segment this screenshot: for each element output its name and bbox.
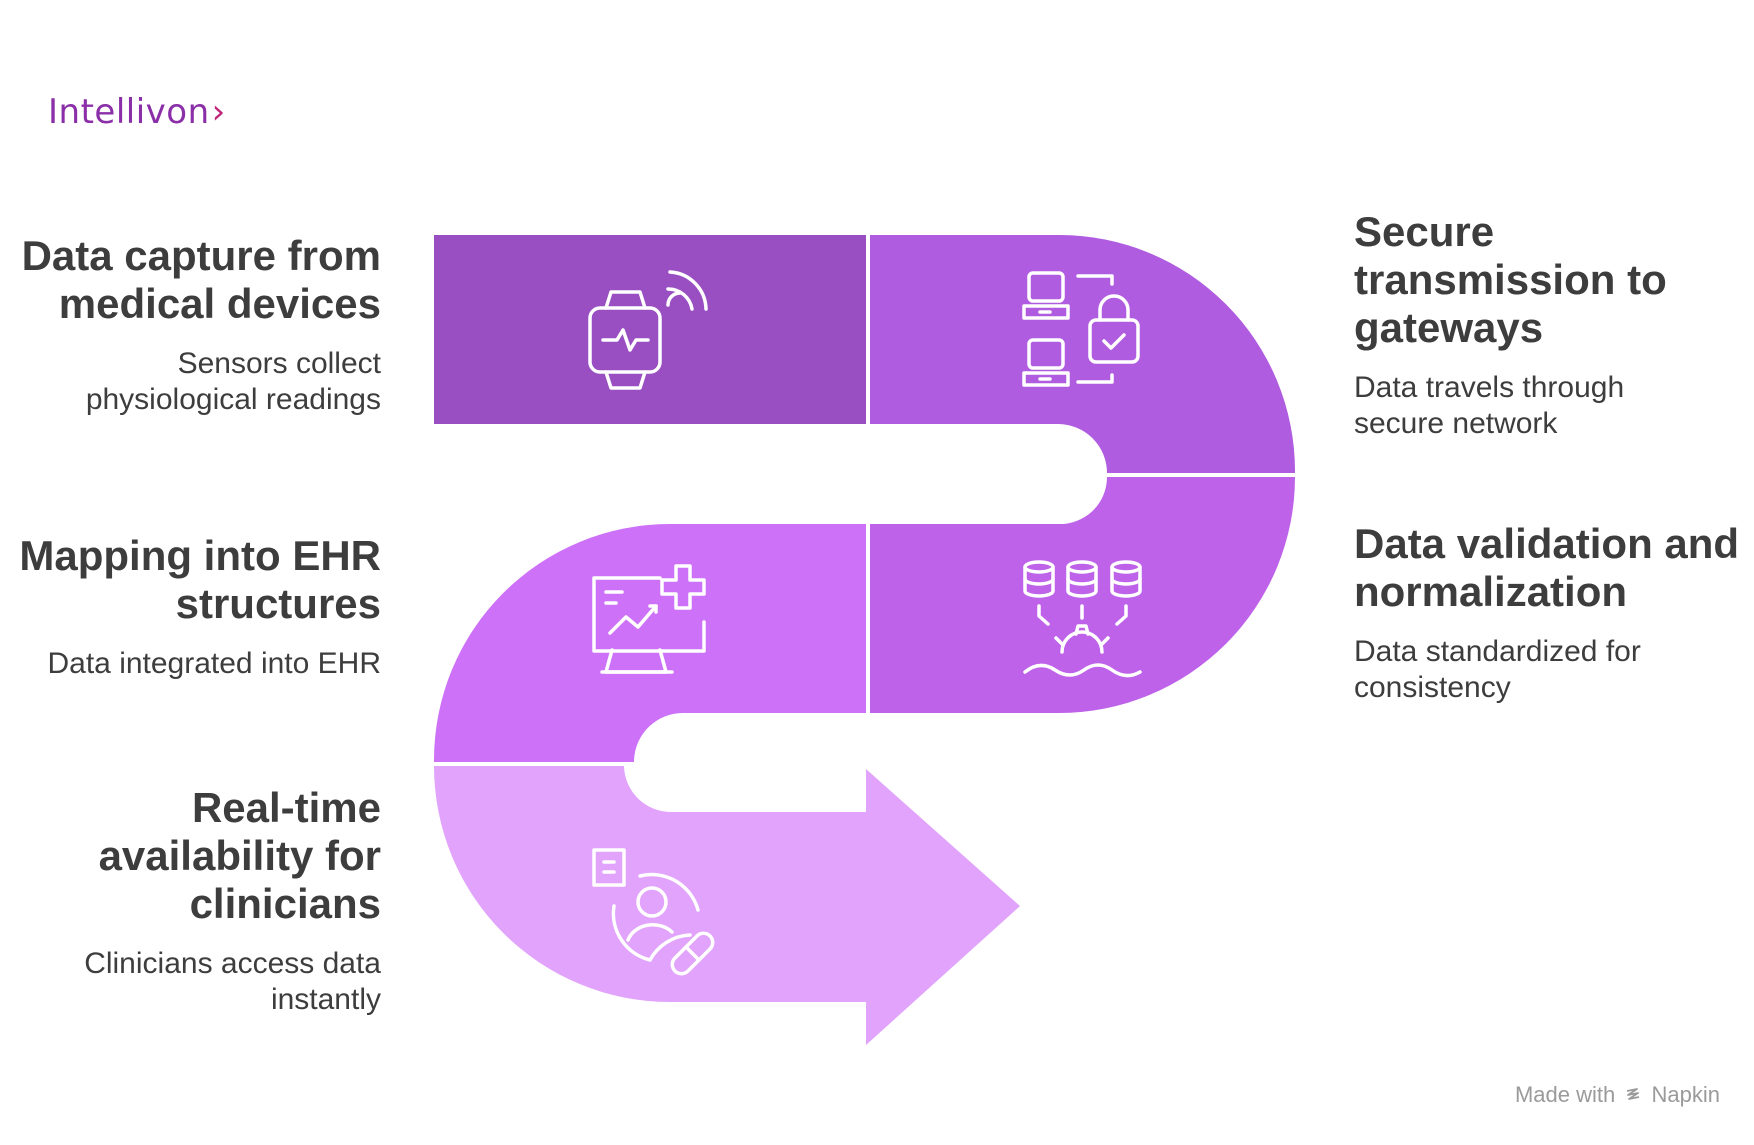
- credit-text: Made with: [1514, 1082, 1616, 1107]
- brand-chevron-icon: ›: [211, 92, 226, 132]
- step-3-title-line: normalization: [1354, 568, 1628, 615]
- step-5-title-line: availability for: [98, 832, 381, 879]
- step-4-title-line: structures: [175, 580, 381, 627]
- step-2-description: Data travels through secure network: [1354, 370, 1667, 442]
- step-1-title-line: medical devices: [58, 280, 381, 327]
- napkin-logo-icon: [1625, 1082, 1641, 1108]
- step-1-desc-line: physiological readings: [85, 383, 381, 416]
- made-with-napkin-credit: Made with Napkin: [1515, 1082, 1720, 1108]
- secure-network-icon: [1022, 271, 1140, 387]
- step-2-desc-line: Data travels through: [1354, 371, 1625, 404]
- medical-monitor-icon: [592, 564, 706, 674]
- step-5-description: Clinicians access data instantly: [84, 946, 381, 1018]
- brand-logo: Intellivon›: [48, 92, 226, 132]
- step-2-title-line: Secure: [1354, 208, 1495, 255]
- step-2-desc-line: secure network: [1354, 407, 1558, 440]
- step-3-title-line: Data validation and: [1354, 520, 1740, 567]
- step-3-desc-line: consistency: [1354, 671, 1511, 704]
- clinician-access-icon: [592, 848, 715, 976]
- step-4-label: Mapping into EHR structures Data integra…: [19, 532, 381, 682]
- step-4-title: Mapping into EHR structures: [19, 532, 381, 628]
- step-3-label: Data validation and normalization Data s…: [1354, 520, 1739, 706]
- step-1-title: Data capture from medical devices: [22, 232, 381, 328]
- step-1-description: Sensors collect physiological readings: [22, 346, 381, 418]
- database-processing-icon: [1023, 560, 1142, 678]
- step-5-desc-line: instantly: [270, 983, 381, 1016]
- step-4-segment: [434, 524, 866, 762]
- step-2-title: Secure transmission to gateways: [1354, 208, 1667, 352]
- step-5-title: Real-time availability for clinicians: [84, 784, 381, 928]
- step-4-description: Data integrated into EHR: [19, 646, 381, 682]
- step-5-title-line: clinicians: [189, 880, 381, 927]
- credit-brand: Napkin: [1651, 1082, 1720, 1107]
- step-5-title-line: Real-time: [191, 784, 381, 831]
- step-1-title-line: Data capture from: [21, 232, 381, 279]
- step-2-label: Secure transmission to gateways Data tra…: [1354, 208, 1667, 442]
- step-5-desc-line: Clinicians access data: [84, 947, 381, 980]
- step-1-label: Data capture from medical devices Sensor…: [22, 232, 381, 418]
- step-4-title-line: Mapping into EHR: [19, 532, 381, 579]
- step-2-title-line: gateways: [1354, 304, 1544, 351]
- step-2-title-line: transmission to: [1354, 256, 1667, 303]
- step-5-label: Real-time availability for clinicians Cl…: [84, 784, 381, 1018]
- smartwatch-icon: [588, 270, 708, 390]
- step-1-desc-line: Sensors collect: [177, 347, 381, 380]
- step-2-segment: [870, 235, 1295, 473]
- step-1-segment: [434, 235, 866, 424]
- brand-name: Intellivon: [48, 92, 210, 132]
- step-5-segment: [434, 766, 1020, 1045]
- step-4-desc-line: Data integrated into EHR: [47, 647, 381, 680]
- step-3-title: Data validation and normalization: [1354, 520, 1739, 616]
- step-3-desc-line: Data standardized for: [1354, 635, 1641, 668]
- step-3-description: Data standardized for consistency: [1354, 634, 1739, 706]
